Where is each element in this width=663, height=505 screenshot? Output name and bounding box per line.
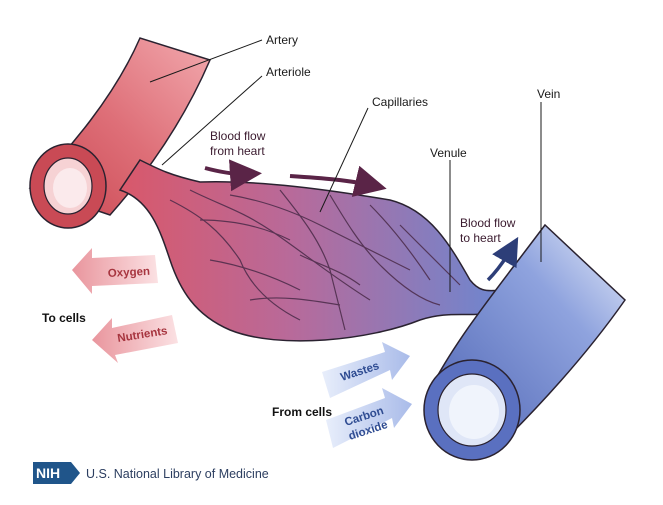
nih-logo-text: NIH [36, 465, 60, 481]
artery-leader-line [149, 39, 263, 83]
from-cells-label: From cells [272, 405, 332, 419]
blood-flow-from-heart-line2: from heart [210, 144, 265, 158]
blood-flow-to-heart-line2: to heart [460, 231, 501, 245]
vein-label: Vein [537, 87, 560, 101]
blood-flow-to-heart-arrow [486, 236, 519, 282]
nih-logo: NIH [33, 462, 80, 484]
arteriole-leader-line [161, 75, 263, 166]
venule-label: Venule [430, 146, 467, 160]
carbon-dioxide-arrow: Carbon dioxide [326, 388, 412, 448]
artery [28, 37, 212, 229]
blood-flow-to-heart-line1: Blood flow [460, 216, 516, 230]
blood-flow-capillary-arrow [289, 165, 387, 197]
nutrients-arrow: Nutrients [92, 315, 178, 363]
blood-flow-from-heart-line1: Blood flow [210, 129, 266, 143]
artery-label: Artery [266, 33, 298, 47]
capillaries-leader-line [319, 107, 369, 213]
nlm-label: U.S. National Library of Medicine [86, 467, 269, 481]
capillaries-label: Capillaries [372, 95, 428, 109]
vein [423, 223, 626, 461]
to-cells-label: To cells [42, 311, 86, 325]
blood-flow-from-heart-arrow [204, 159, 262, 192]
wastes-arrow: Wastes [322, 342, 410, 398]
oxygen-label: Oxygen [108, 266, 151, 280]
oxygen-arrow: Oxygen [72, 248, 158, 294]
capillary-bed [118, 159, 501, 342]
arteriole-label: Arteriole [266, 65, 311, 79]
